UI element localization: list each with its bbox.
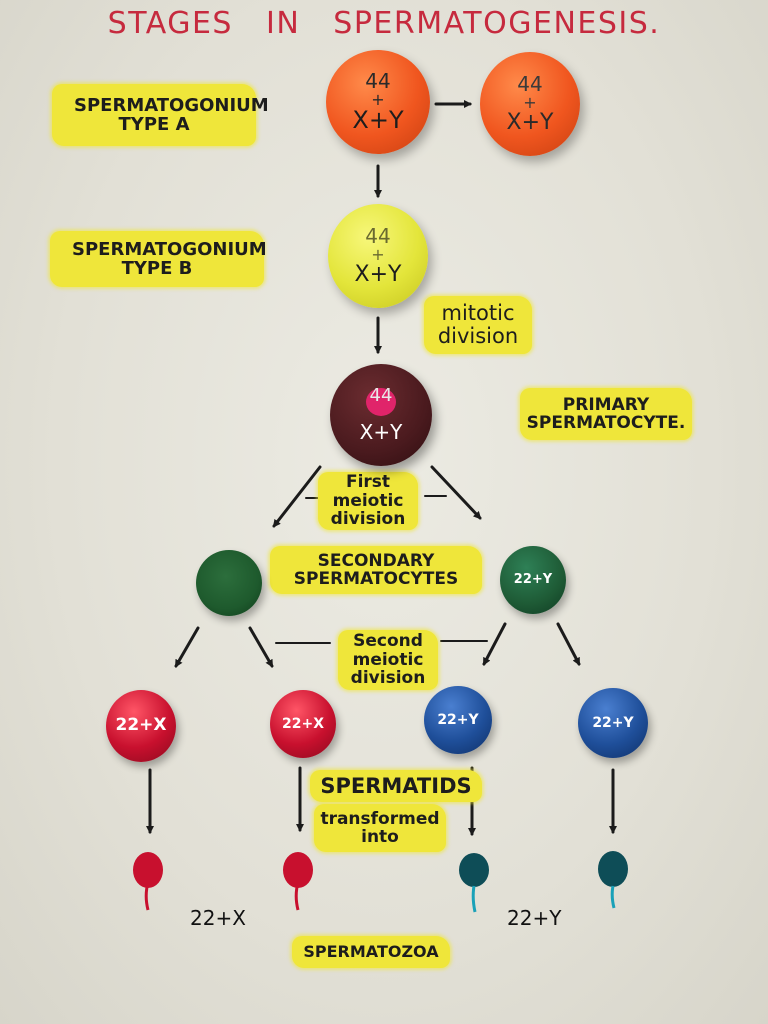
cell-spermatogonium-a-1: 44 + X+Y	[326, 50, 430, 154]
label-first-meiotic-division: First meiotic division	[318, 472, 418, 530]
cell-a1-autosomes: 44	[365, 68, 391, 93]
label-spermatogonium-type-b-text: SPERMATOGONIUM TYPE B	[72, 238, 267, 279]
primary-nucleus	[366, 387, 396, 416]
cell-a1-plus: +	[371, 89, 385, 109]
label-secondary-spermatocytes-text: SECONDARY SPERMATOCYTES	[293, 550, 459, 589]
arrow-sec-left-1	[174, 626, 200, 668]
spermatozoa-label-x: 22+X	[190, 906, 246, 930]
label-second-meiotic-division: Second meiotic division	[338, 630, 438, 690]
cell-secondary-spermatocyte-left	[196, 550, 262, 616]
cell-spermatid-4: 22+Y	[578, 688, 648, 758]
cell-a2-autosomes: 44	[517, 71, 543, 96]
label-mitotic-division-text: mitotic division	[437, 301, 519, 348]
cell-primary-autosomes: 44	[369, 385, 393, 407]
cell-primary-sex-chromosomes: X+Y	[359, 419, 403, 444]
cell-spermatid-3-chromosomes: 22+Y	[437, 711, 479, 728]
label-primary-spermatocyte: PRIMARY SPERMATOCYTE.	[520, 388, 692, 440]
arrow-sec-left-2	[248, 626, 274, 668]
spermatozoon-3	[459, 853, 489, 887]
cell-spermatogonium-a-2: 44 + X+Y	[480, 52, 580, 156]
cell-spermatid-4-chromosomes: 22+Y	[592, 714, 634, 731]
cell-primary-spermatocyte: 44 X+Y	[330, 364, 432, 466]
spermatozoon-1	[133, 852, 163, 888]
cell-spermatid-1: 22+X	[106, 690, 176, 762]
label-first-meiotic-division-text: First meiotic division	[330, 472, 406, 530]
label-spermatozoa-text: SPERMATOZOA	[303, 942, 439, 962]
spermatozoa-group	[133, 851, 628, 913]
cell-secondary-right-chromosomes: 22+Y	[513, 572, 553, 588]
arrow-sec-right-2	[556, 622, 581, 666]
cell-a2-sex-chromosomes: X+Y	[506, 110, 554, 136]
cell-b-autosomes: 44	[365, 223, 391, 248]
label-second-meiotic-division-text: Second meiotic division	[350, 631, 426, 689]
cell-b-plus: +	[371, 244, 385, 264]
spermatozoon-2	[283, 852, 313, 888]
label-spermatids-text: SPERMATIDS	[320, 773, 472, 798]
label-secondary-spermatocytes: SECONDARY SPERMATOCYTES	[270, 546, 482, 594]
spermatozoa-label-y: 22+Y	[507, 906, 562, 930]
label-mitotic-division: mitotic division	[424, 296, 532, 354]
label-transformed-into-text: transformed into	[320, 808, 440, 847]
cell-spermatid-2: 22+X	[270, 690, 336, 758]
label-spermatogonium-type-a-text: SPERMATOGONIUM TYPE A	[74, 94, 269, 135]
cell-b-sex-chromosomes: X+Y	[354, 262, 402, 288]
spermatozoon-4	[598, 851, 628, 887]
arrow-sec-right-1	[482, 622, 507, 666]
label-spermatogonium-type-b: SPERMATOGONIUM TYPE B	[50, 231, 267, 287]
label-primary-spermatocyte-text: PRIMARY SPERMATOCYTE.	[526, 394, 686, 433]
cell-spermatid-1-chromosomes: 22+X	[115, 715, 167, 736]
cell-spermatid-2-chromosomes: 22+X	[281, 715, 324, 732]
label-transformed-into: transformed into	[314, 804, 446, 852]
label-spermatozoa: SPERMATOZOA	[292, 936, 450, 968]
label-spermatogonium-type-a: SPERMATOGONIUM TYPE A	[52, 84, 269, 146]
cell-spermatogonium-b: 44 + X+Y	[328, 204, 428, 308]
cell-secondary-spermatocyte-right: 22+Y	[500, 546, 566, 614]
page-title: STAGES IN SPERMATOGENESIS.	[107, 6, 661, 41]
cell-spermatid-3: 22+Y	[424, 686, 492, 754]
cell-a2-plus: +	[523, 92, 537, 112]
label-spermatids: SPERMATIDS	[310, 770, 482, 802]
arrow-primary-left	[272, 465, 322, 528]
cell-a1-sex-chromosomes: X+Y	[352, 106, 404, 135]
arrow-primary-right	[430, 465, 482, 520]
